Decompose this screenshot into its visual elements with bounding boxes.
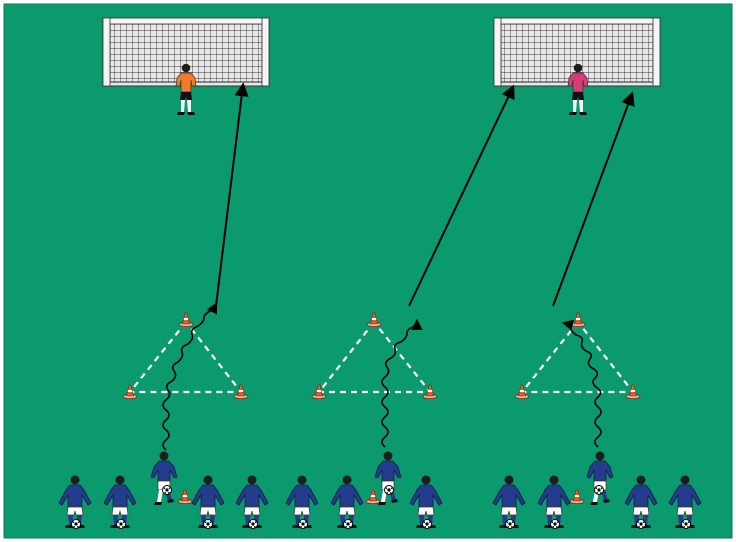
ball bbox=[204, 520, 213, 529]
ball bbox=[249, 520, 258, 529]
ball bbox=[551, 520, 560, 529]
ball bbox=[344, 520, 353, 529]
ball bbox=[385, 486, 394, 495]
ball bbox=[506, 520, 515, 529]
ball bbox=[637, 520, 646, 529]
ball bbox=[163, 486, 172, 495]
ball bbox=[423, 520, 432, 529]
ball bbox=[72, 520, 81, 529]
ball bbox=[117, 520, 126, 529]
ball bbox=[595, 486, 604, 495]
ball bbox=[299, 520, 308, 529]
ball bbox=[682, 520, 691, 529]
